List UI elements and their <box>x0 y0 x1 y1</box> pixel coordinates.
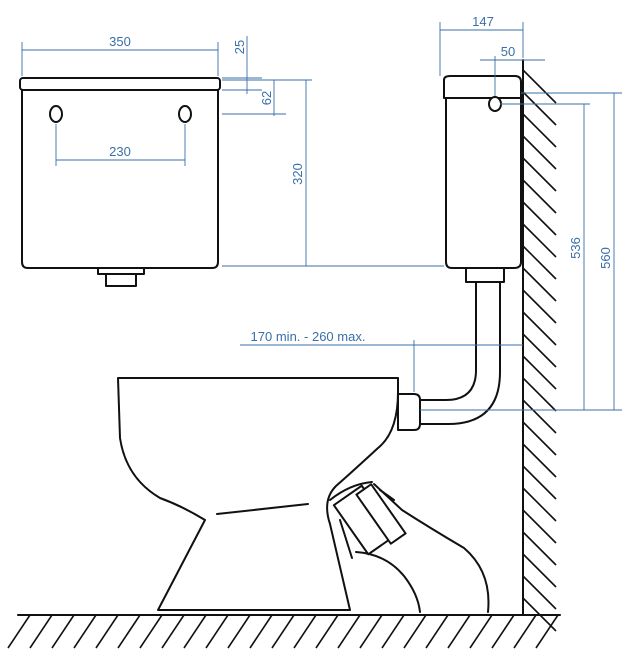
floor-hatch-line <box>381 614 405 649</box>
wall-hatch-line <box>522 91 557 126</box>
cistern-body-front <box>21 89 219 269</box>
wall-hatch-line <box>522 597 557 632</box>
floor-hatch-line <box>491 614 515 649</box>
cistern-body-side <box>445 97 522 269</box>
dim-text-25: 25 <box>232 40 247 54</box>
dim-text-170-260: 170 min. - 260 max. <box>251 329 366 344</box>
wall-hatch-line <box>522 201 557 236</box>
wall-hatch <box>522 59 557 632</box>
outlet-seal-rim <box>355 483 407 545</box>
wall-hatch-line <box>522 465 557 500</box>
wall-hatch-line <box>522 355 557 390</box>
wall-hatch-line <box>522 245 557 280</box>
floor-hatch-line <box>535 614 559 649</box>
floor-hatch-line <box>29 614 53 649</box>
wall-hatch-line <box>522 487 557 522</box>
floor-hatch-line <box>469 614 493 649</box>
floor-hatch-line <box>271 614 295 649</box>
wall-hatch-line <box>522 223 557 258</box>
floor-hatch-line <box>139 614 163 649</box>
mounting-hole-side <box>488 96 502 112</box>
floor-hatch-line <box>7 614 31 649</box>
floor-hatch-line <box>403 614 427 649</box>
wall-hatch-line <box>522 443 557 478</box>
toilet-bowl <box>117 377 490 613</box>
dim-text-350: 350 <box>109 34 131 49</box>
bowl-water-line <box>216 503 309 515</box>
floor-hatch-line <box>447 614 471 649</box>
floor-hatch-line <box>425 614 449 649</box>
floor-hatch-line <box>359 614 383 649</box>
dimension-lines <box>21 22 622 411</box>
floor-hatch-line <box>51 614 75 649</box>
wall-hatch-line <box>522 157 557 192</box>
wall-hatch-line <box>522 333 557 368</box>
floor-hatch-line <box>161 614 185 649</box>
wall-hatch-line <box>522 421 557 456</box>
wall-hatch-line <box>522 531 557 566</box>
wall-hatch-line <box>522 113 557 148</box>
floor-hatch-line <box>205 614 229 649</box>
floor-hatch-line <box>95 614 119 649</box>
cistern-lid-front <box>19 77 221 91</box>
pipe-coupling-top <box>465 267 505 283</box>
wall-hatch-line <box>522 377 557 412</box>
wall-hatch-line <box>522 69 557 104</box>
mounting-hole-right <box>178 105 192 123</box>
floor-hatch-line <box>117 614 141 649</box>
cistern-lid-side <box>443 75 522 99</box>
floor-hatch-line <box>183 614 207 649</box>
floor-hatch-line <box>293 614 317 649</box>
dim-text-230: 230 <box>109 144 131 159</box>
wall-hatch-line <box>522 311 557 346</box>
floor-hatch-line <box>227 614 251 649</box>
dim-text-50: 50 <box>501 44 515 59</box>
floor-hatch-line <box>315 614 339 649</box>
floor-hatch <box>7 614 561 649</box>
wall-hatch-line <box>522 509 557 544</box>
floor-hatch-line <box>73 614 97 649</box>
cistern-front-view <box>19 77 221 287</box>
floor-hatch-line <box>513 614 537 649</box>
dim-text-560: 560 <box>598 247 613 269</box>
wall-hatch-line <box>522 575 557 610</box>
floor-hatch-line <box>337 614 361 649</box>
wall-hatch-line <box>522 179 557 214</box>
dim-text-62: 62 <box>259 91 274 105</box>
cistern-side-view <box>443 75 522 269</box>
dim-text-147: 147 <box>472 14 494 29</box>
dim-text-320: 320 <box>290 163 305 185</box>
pipe-connector-bowl <box>397 393 421 431</box>
flush-pipe <box>397 267 505 431</box>
wall-hatch-line <box>522 289 557 324</box>
wall-hatch-line <box>522 553 557 588</box>
floor-hatch-line <box>249 614 273 649</box>
dim-text-536: 536 <box>568 237 583 259</box>
wall-hatch-line <box>522 399 557 434</box>
wall-hatch-line <box>522 267 557 302</box>
flush-outlet-pipe <box>105 273 137 287</box>
mounting-hole-left <box>49 105 63 123</box>
wall-hatch-line <box>522 135 557 170</box>
